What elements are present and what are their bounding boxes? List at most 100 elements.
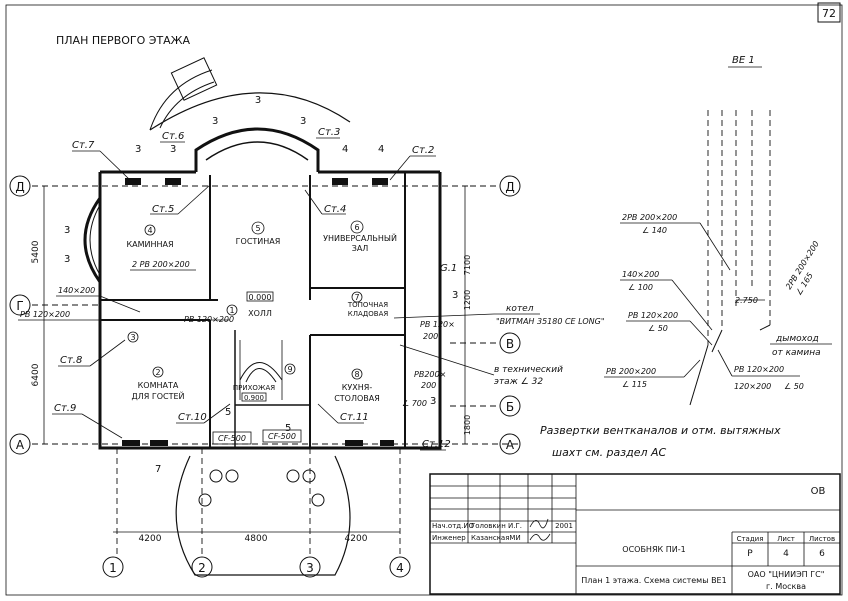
room-6-name2: ЗАЛ: [352, 244, 369, 253]
svg-text:2РВ 200×200: 2РВ 200×200: [622, 213, 677, 222]
tb-lists: 6: [819, 549, 825, 559]
dim-5400: 5400: [31, 240, 41, 263]
svg-text:Ст.2: Ст.2: [412, 145, 434, 156]
axis-col-1: 1: [109, 561, 117, 575]
svg-text:3: 3: [64, 254, 70, 265]
svg-text:РВ 120×200: РВ 120×200: [184, 315, 234, 324]
tb-list: 4: [783, 549, 789, 559]
svg-text:3: 3: [255, 95, 261, 106]
svg-text:5: 5: [285, 423, 291, 434]
svg-text:дымоход: дымоход: [775, 334, 819, 344]
prikhozhaya-name: ПРИХОЖАЯ: [233, 384, 275, 392]
svg-text:4: 4: [378, 144, 384, 155]
tech-floor-label-2: этаж ∠ 32: [494, 377, 543, 387]
duct-labels: 2 РВ 200×200 140×200 РВ 120×200 РВ 120×2…: [18, 260, 455, 445]
tb-inzh-name: КазанскаяМИ: [471, 534, 521, 542]
boiler-label: котел: [506, 304, 534, 314]
room-7-name: ТОПОЧНАЯ: [347, 301, 388, 309]
svg-text:Ст.5: Ст.5: [152, 204, 174, 215]
room-2-name: КОМНАТА: [138, 381, 179, 390]
svg-text:120×200: 120×200: [734, 382, 771, 391]
dim-4800: 4800: [245, 534, 268, 544]
svg-text:3: 3: [170, 144, 176, 155]
dim-6400: 6400: [31, 363, 41, 386]
sheet-frame: [5, 4, 843, 596]
boiler-model: "ВИТМАН 35180 СЕ LONG": [496, 317, 605, 326]
axis-row-1: Д: [15, 180, 24, 194]
dim-1200: 1200: [463, 290, 472, 310]
tb-org: ОАО "ЦНИИЭП ГС": [748, 570, 825, 579]
svg-text:РВ200×: РВ200×: [414, 370, 446, 379]
svg-text:Ст.12: Ст.12: [422, 439, 451, 450]
svg-text:Ст.8: Ст.8: [60, 355, 82, 366]
room-1-number: 1: [229, 306, 234, 315]
svg-text:4: 4: [342, 144, 348, 155]
title-block: ОВ Нач.отд.ИО Головкин И.Г. 2001 Инженер…: [429, 473, 841, 595]
note-razvertki-2: шахт см. раздел АС: [552, 446, 667, 459]
svg-text:140×200: 140×200: [622, 270, 659, 279]
room-2-number: 2: [155, 368, 160, 377]
room-7-name2: КЛАДОВАЯ: [348, 310, 389, 318]
svg-text:Ст.7: Ст.7: [72, 140, 95, 151]
tb-stage: Р: [747, 549, 753, 559]
svg-text:CF-500: CF-500: [268, 432, 296, 441]
prikhozhaya-level: 0.900: [244, 394, 264, 402]
svg-text:3: 3: [300, 116, 306, 127]
svg-text:∠ 50: ∠ 50: [784, 382, 804, 391]
svg-text:Ст.10: Ст.10: [178, 412, 207, 423]
room-4-number: 4: [147, 226, 152, 235]
tb-list-header: Лист: [777, 535, 795, 543]
radiator-counts: 3 3 3 3 3 4 4 3 3 3 5 5 7 3: [64, 95, 458, 475]
room-2-name2: ДЛЯ ГОСТЕЙ: [131, 390, 184, 401]
svg-text:200: 200: [421, 381, 436, 390]
svg-text:Ст.11: Ст.11: [340, 412, 369, 423]
room-9-number: 9: [287, 365, 292, 374]
svg-text:200: 200: [423, 332, 438, 341]
axis-col-2: 2: [198, 561, 206, 575]
riser-scheme-ve1: ВЕ 1 2РВ 200×200 ∠ 140 140×200 ∠ 100 РВ …: [604, 55, 832, 406]
svg-text:РВ 120×: РВ 120×: [420, 320, 455, 329]
sheet-number-box: [817, 2, 841, 23]
svg-text:СF-500: СF-500: [218, 434, 246, 443]
room-3-number: 3: [130, 333, 135, 342]
axis-lines: [32, 185, 520, 558]
room-4-name: КАМИННАЯ: [126, 240, 173, 249]
axis-right-1: Д: [505, 180, 514, 194]
room-6-name: УНИВЕРСАЛЬНЫЙ: [323, 232, 397, 243]
room-8-name2: СТОЛОВАЯ: [334, 394, 380, 403]
svg-text:∠ 140: ∠ 140: [642, 226, 667, 235]
room-labels: 4 КАМИННАЯ 5 ГОСТИНАЯ 6 УНИВЕРСАЛЬНЫЙ ЗА…: [126, 220, 397, 403]
dim-4200b: 4200: [345, 534, 368, 544]
tb-city: г. Москва: [766, 582, 806, 591]
drawing-title: ПЛАН ПЕРВОГО ЭТАЖА: [56, 34, 191, 47]
axis-right-3: Б: [506, 400, 514, 414]
room-5-name: ГОСТИНАЯ: [236, 237, 281, 246]
tb-inzh: Инженер: [432, 534, 466, 542]
scheme-title: ВЕ 1: [732, 55, 755, 66]
svg-text:2.750: 2.750: [735, 296, 758, 305]
axis-col-3: 3: [306, 561, 314, 575]
tb-ov: ОВ: [811, 486, 826, 497]
svg-text:G.1: G.1: [440, 263, 457, 274]
riser-labels: Ст.7 Ст.6 Ст.5 Ст.3 Ст.2 Ст.4 Ст.8 Ст.9 …: [52, 127, 457, 451]
svg-text:РВ 120×200: РВ 120×200: [20, 310, 70, 319]
tech-floor-label: в технический: [494, 365, 563, 375]
axis-right-4: А: [506, 438, 515, 452]
tb-nach-otd: Нач.отд.ИО: [432, 522, 475, 530]
room-1-name: ХОЛЛ: [248, 309, 272, 318]
room-5-number: 5: [255, 224, 260, 233]
svg-text:Ст.3: Ст.3: [318, 127, 340, 138]
plan-notes: котел "ВИТМАН 35180 СЕ LONG" в техническ…: [393, 304, 605, 387]
tb-nach-name: Головкин И.Г.: [471, 522, 522, 530]
tb-sheet-title: План 1 этажа. Схема системы ВЕ1: [581, 576, 726, 585]
svg-text:3: 3: [430, 396, 436, 407]
note-razvertki: Развертки вентканалов и отм. вытяжных: [540, 424, 781, 437]
svg-text:Ст.4: Ст.4: [324, 204, 346, 215]
svg-text:РВ 120×200: РВ 120×200: [628, 311, 678, 320]
axis-col-4: 4: [396, 561, 404, 575]
svg-text:от камина: от камина: [772, 348, 821, 358]
svg-text:2 РВ 200×200: 2 РВ 200×200: [132, 260, 190, 269]
dim-1800: 1800: [463, 415, 472, 435]
tb-project: ОСОБНЯК ПИ-1: [622, 545, 685, 554]
